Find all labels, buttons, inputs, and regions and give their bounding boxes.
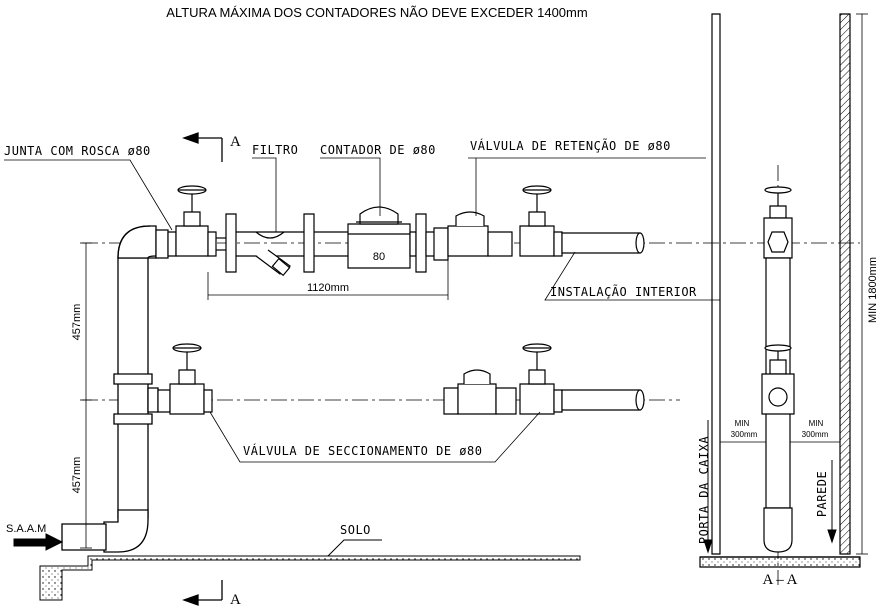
label-parede: PAREDE xyxy=(815,471,829,517)
dim-1120: 1120mm xyxy=(307,282,349,294)
dim-min-1800: MIN 1800mm xyxy=(867,257,879,323)
section-a-top: A xyxy=(230,134,241,150)
section-a-bottom: A xyxy=(230,592,241,606)
section-pipe xyxy=(762,186,794,552)
label-valvula-seccionamento: VÁLVULA DE SECCIONAMENTO DE ø80 xyxy=(243,443,482,458)
dim-457-top: 457mm xyxy=(71,304,83,341)
ground xyxy=(40,540,580,600)
dimension-1800 xyxy=(856,14,868,554)
parede-arrow xyxy=(828,460,836,542)
label-saam: S.A.A.M xyxy=(6,523,46,535)
min-right-label: MIN xyxy=(809,419,824,428)
dimension-457 xyxy=(80,243,92,548)
top-pipe-assembly xyxy=(156,185,645,275)
vertical-riser xyxy=(62,226,158,552)
label-filtro: FILTRO xyxy=(252,143,298,157)
label-porta-da-caixa: PORTA DA CAIXA xyxy=(697,436,711,544)
leader-lines xyxy=(4,158,720,462)
section-box xyxy=(700,14,860,567)
label-valvula-retencao: VÁLVULA DE RETENÇÃO DE ø80 xyxy=(470,138,671,153)
section-marker-top xyxy=(184,133,222,162)
label-junta: JUNTA COM ROSCA ø80 xyxy=(4,144,151,158)
saam-arrow xyxy=(14,534,62,550)
min-right-value: 300mm xyxy=(802,430,829,439)
porta-arrow xyxy=(704,420,712,552)
section-marker-bottom xyxy=(184,580,222,605)
label-solo: SOLO xyxy=(340,523,371,537)
lower-pipe-assembly xyxy=(158,343,645,414)
dim-457-bottom: 457mm xyxy=(71,457,83,494)
drawing-title: ALTURA MÁXIMA DOS CONTADORES NÃO DEVE EX… xyxy=(166,5,587,20)
meter-number: 80 xyxy=(373,251,385,263)
dimension-1120 xyxy=(208,260,448,300)
label-instalacao: INSTALAÇÃO INTERIOR xyxy=(550,284,697,299)
label-contador: CONTADOR DE ø80 xyxy=(320,143,436,157)
min-left-value: 300mm xyxy=(731,430,758,439)
section-caption: A – A xyxy=(762,572,797,588)
min-left-label: MIN xyxy=(735,419,750,428)
